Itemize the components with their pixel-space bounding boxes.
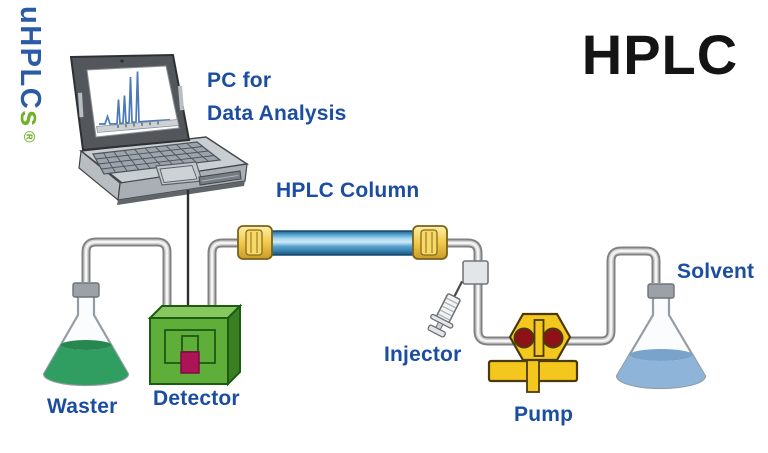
solvent-label: Solvent — [677, 260, 755, 283]
detector-graphic — [147, 303, 243, 387]
injector-label: Injector — [384, 343, 462, 366]
detector-front — [149, 317, 229, 385]
solvent-liquid-surface — [629, 349, 693, 361]
bezel-slot-left — [78, 92, 84, 118]
waste-label: Waster — [47, 395, 118, 418]
pump-graphic — [487, 312, 579, 393]
detector-label: Detector — [153, 387, 240, 410]
registered-mark: ® — [20, 130, 37, 145]
page-title: HPLC — [581, 23, 739, 86]
waste-flask-cap — [72, 282, 100, 298]
logo-text-blue: uHPLC — [14, 6, 46, 111]
waste-liquid-surface — [60, 340, 112, 350]
chromatogram-graphic — [96, 71, 179, 133]
logo-text-green: s — [14, 110, 46, 128]
solvent-flask-graphic — [615, 283, 707, 390]
injector-port — [462, 260, 489, 285]
bezel-slot-right — [178, 85, 184, 111]
webcam-icon — [120, 59, 124, 63]
pc-label: PC for Data Analysis — [207, 64, 347, 130]
detector-cell — [180, 351, 200, 374]
pump-piston-left — [513, 327, 535, 349]
pump-piston-right — [542, 327, 564, 349]
pc-label-line2: Data Analysis — [207, 102, 347, 125]
pump-label: Pump — [514, 403, 574, 426]
laptop-drive-line — [201, 175, 239, 182]
pump-stem — [526, 359, 540, 393]
waste-liquid — [44, 345, 128, 385]
pump-slot — [533, 319, 545, 357]
hplc-column-graphic — [237, 225, 448, 260]
laptop-graphic — [69, 53, 250, 205]
hplc-column-label: HPLC Column — [276, 179, 420, 202]
syringe-graphic — [427, 280, 464, 338]
column-fitting-left — [237, 225, 273, 260]
column-fitting-right — [412, 225, 448, 260]
column-body — [269, 230, 416, 256]
brand-logo: uHPLCs ® — [13, 6, 46, 144]
laptop-screen — [86, 65, 180, 138]
laptop-keyboard — [92, 141, 222, 175]
laptop-underside — [117, 181, 245, 205]
waste-flask-graphic — [42, 282, 130, 387]
laptop-touchpad — [155, 161, 203, 186]
solvent-liquid — [617, 355, 705, 388]
detector-top — [147, 305, 243, 319]
pc-label-line1: PC for — [207, 69, 272, 92]
detector-side — [227, 303, 241, 387]
solvent-flask-cap — [647, 283, 675, 299]
tubing-graphic — [81, 237, 661, 346]
